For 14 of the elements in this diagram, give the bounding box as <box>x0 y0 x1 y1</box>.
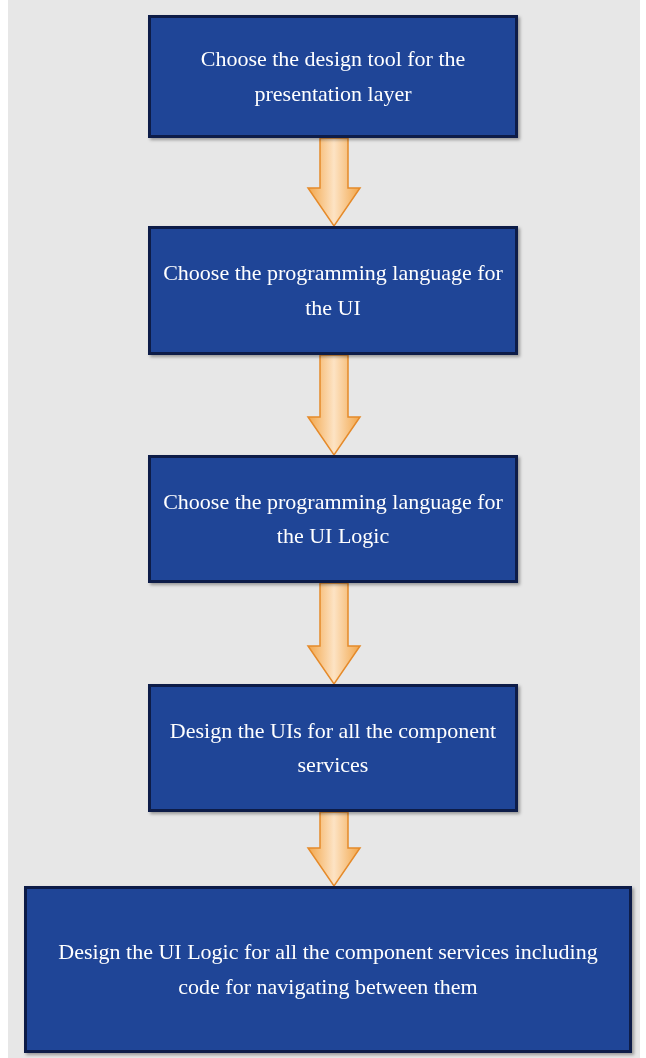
step-text: Choose the design tool for the presentation layer <box>199 45 467 108</box>
block-arrow <box>306 354 362 457</box>
step-text: Choose the programming language for the UI <box>162 259 504 322</box>
step-text: Design the UI Logic for all the component services including code for navigating between them <box>57 938 599 1001</box>
step-text: Design the UIs for all the component services <box>168 716 498 779</box>
block-arrow <box>306 811 362 888</box>
process-box <box>148 226 518 355</box>
block-arrow <box>306 137 362 228</box>
process-box <box>24 886 632 1053</box>
process-box <box>148 684 518 812</box>
process-box <box>148 15 518 138</box>
step-text: Choose the programming language for the UI Logic <box>162 487 504 550</box>
block-arrow <box>306 582 362 686</box>
process-box <box>148 455 518 583</box>
